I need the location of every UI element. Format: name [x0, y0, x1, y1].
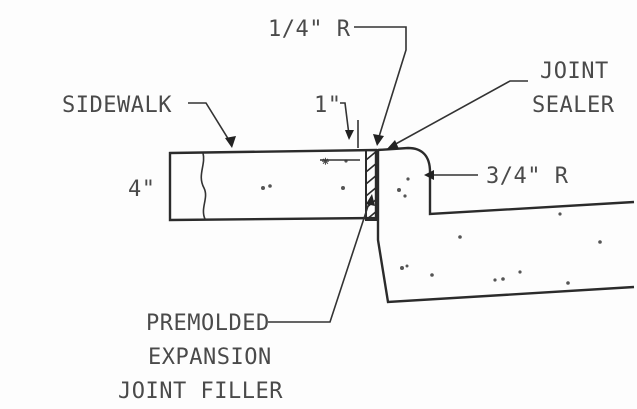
- radius-quarter-label: 1/4" R: [268, 17, 351, 42]
- joint-sealer-label-line2: SEALER: [532, 93, 615, 118]
- thickness-label: 4": [128, 177, 156, 202]
- joint-sealer-label-line1: JOINT: [540, 59, 609, 84]
- filler-label-line3: JOINT FILLER: [118, 379, 283, 404]
- radius-three-quarter-label: 3/4" R: [486, 164, 569, 189]
- sidewalk-slab: ⁕: [168, 148, 378, 222]
- sidewalk-label: SIDEWALK: [62, 93, 172, 118]
- svg-text:⁕: ⁕: [320, 155, 331, 170]
- leader-lines: [188, 26, 528, 323]
- filler-label-line1: PREMOLDED: [146, 311, 270, 336]
- filler-label-line2: EXPANSION: [148, 345, 272, 370]
- expansion-joint-filler: [365, 149, 379, 221]
- curb-slab: [376, 146, 635, 304]
- one-inch-label: 1": [314, 93, 342, 118]
